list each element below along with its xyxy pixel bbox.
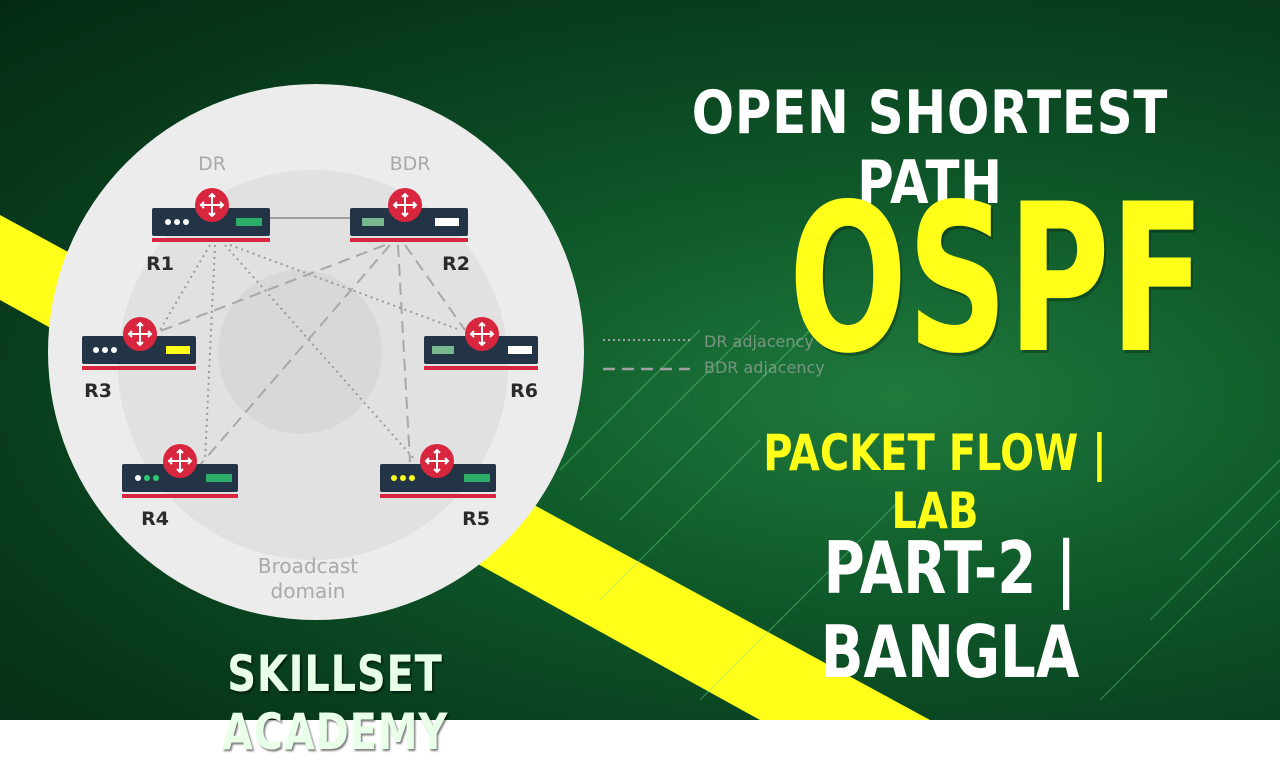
legend-bdr-adjacency: BDR adjacency — [704, 358, 825, 377]
inner-circle — [218, 270, 382, 434]
label-r5: R5 — [462, 508, 490, 530]
router-r1 — [152, 188, 270, 242]
label-dr: DR — [198, 153, 226, 175]
router-r4 — [122, 444, 238, 498]
label-r1: R1 — [146, 253, 174, 275]
label-bdr: BDR — [390, 153, 431, 175]
ospf-network-diagram: DR BDR R1 R2 R3 R4 R5 R6 Broadcast domai… — [48, 84, 690, 620]
broadcast-domain-label-line1: Broadcast — [258, 554, 358, 578]
legend-dr-adjacency: DR adjacency — [704, 332, 814, 351]
router-r5 — [380, 444, 496, 498]
label-r3: R3 — [84, 380, 112, 402]
label-r6: R6 — [510, 380, 538, 402]
broadcast-domain-label-line2: domain — [271, 579, 346, 603]
dr-adjacency-lines — [159, 244, 461, 461]
router-r6 — [424, 317, 538, 370]
router-r3 — [82, 317, 196, 370]
brand-name: SKILLSET ACADEMY — [221, 645, 449, 761]
bdr-adjacency-lines — [149, 244, 466, 466]
subtitle-part: PART-2 | BANGLA — [820, 526, 1080, 694]
subtitle-packet-flow: PACKET FLOW | LAB — [763, 424, 1107, 540]
title-line: OPEN SHORTEST PATH — [691, 78, 1169, 218]
router-r2 — [350, 188, 468, 242]
ospf-acronym: OSPF — [788, 161, 1206, 399]
label-r2: R2 — [442, 253, 470, 275]
label-r4: R4 — [141, 508, 169, 530]
